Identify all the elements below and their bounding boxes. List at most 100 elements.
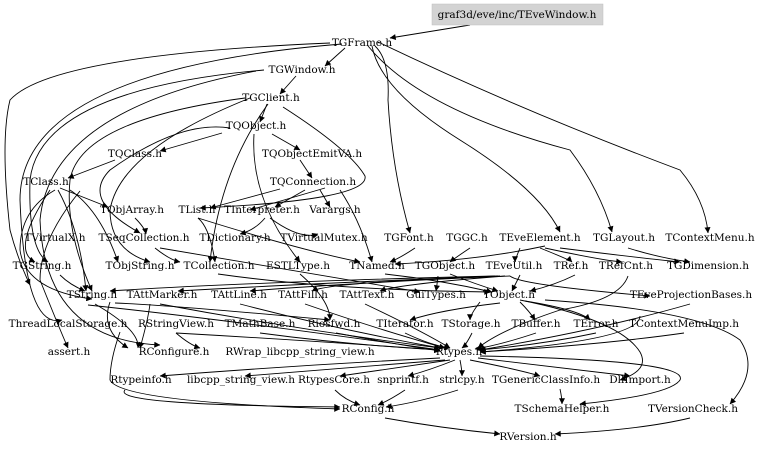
dependency-edge — [394, 245, 546, 267]
node-TVersionCheck[interactable]: TVersionCheck.h — [648, 403, 738, 415]
dependency-edge — [334, 389, 361, 407]
node-Rtypeinfo[interactable]: Rtypeinfo.h — [110, 374, 171, 386]
node-TBuffer[interactable]: TBuffer.h — [511, 318, 560, 330]
node-ThreadLocalStorage[interactable]: ThreadLocalStorage.h — [9, 318, 128, 330]
dependency-edge — [253, 133, 301, 263]
node-TGString[interactable]: TGString.h — [13, 260, 72, 272]
dependency-edge — [319, 189, 331, 208]
node-TMathBase[interactable]: TMathBase.h — [225, 318, 296, 330]
node-TString[interactable]: TString.h — [67, 289, 118, 301]
dependency-edge — [175, 332, 201, 350]
node-TSchemaHelper[interactable]: TSchemaHelper.h — [515, 403, 610, 415]
node-RVersion[interactable]: RVersion.h — [499, 431, 557, 443]
node-RStringView[interactable]: RStringView.h — [138, 318, 214, 330]
node-TIterator[interactable]: TIterator.h — [376, 318, 434, 330]
dependency-edge — [59, 187, 109, 208]
node-TContextMenuImp[interactable]: TContextMenuImp.h — [629, 318, 739, 330]
dependency-edge — [134, 217, 149, 235]
node-RtypesCore[interactable]: RtypesCore.h — [298, 374, 370, 386]
node-ESTLType[interactable]: ESTLType.h — [266, 260, 330, 272]
dependency-edge — [519, 299, 643, 382]
node-TGWindow[interactable]: TGWindow.h — [268, 64, 335, 76]
node-TQObject[interactable]: TQObject.h — [226, 120, 287, 132]
node-TQClass[interactable]: TQClass.h — [108, 148, 162, 160]
dependency-edge — [371, 45, 561, 233]
node-RConfigure[interactable]: RConfigure.h — [139, 346, 210, 358]
node-TVirtualMutex[interactable]: TVirtualMutex.h — [280, 232, 368, 244]
node-TCollection[interactable]: TCollection.h — [184, 260, 255, 272]
node-TEveProjectionBases[interactable]: TEveProjectionBases.h — [630, 289, 753, 301]
node-TQConnection[interactable]: TQConnection.h — [270, 176, 357, 188]
node-RWrap[interactable]: RWrap_libcpp_string_view.h — [225, 346, 375, 358]
node-DllImport[interactable]: DllImport.h — [609, 374, 671, 386]
node-TClass[interactable]: TClass.h — [23, 176, 69, 188]
node-TRef[interactable]: TRef.h — [554, 260, 589, 272]
dependency-edge — [24, 189, 51, 263]
node-TGGC[interactable]: TGGC.h — [446, 232, 488, 244]
node-TAttMarker[interactable]: TAttMarker.h — [127, 289, 198, 301]
dependency-edge — [479, 303, 691, 353]
node-TStorage[interactable]: TStorage.h — [441, 318, 500, 330]
dependency-edge — [217, 273, 491, 295]
node-RConfig[interactable]: RConfig.h — [342, 403, 395, 415]
node-TContextMenu[interactable]: TContextMenu.h — [665, 232, 755, 244]
node-GuiTypes[interactable]: GuiTypes.h — [406, 289, 466, 301]
node-TQObjectEmitVA[interactable]: TQObjectEmitVA.h — [262, 148, 363, 160]
node-TGClient[interactable]: TGClient.h — [242, 92, 300, 104]
node-TGFont[interactable]: TGFont.h — [384, 232, 434, 244]
dependency-edge — [69, 189, 119, 263]
node-TDictionary[interactable]: TDictionary.h — [199, 232, 270, 244]
dependency-edge — [449, 273, 499, 293]
dependency-edge — [123, 389, 341, 410]
node-TSeqCollection[interactable]: TSeqCollection.h — [98, 232, 189, 244]
dependency-edge — [67, 159, 116, 179]
node-TInterpreter[interactable]: TInterpreter.h — [224, 204, 300, 216]
dependency-edge — [19, 43, 343, 325]
node-libcpp[interactable]: libcpp_string_view.h — [187, 374, 295, 386]
dependency-edge — [339, 189, 374, 263]
dependency-edge — [138, 303, 151, 349]
dependency-edge — [367, 45, 614, 233]
node-TEveElement[interactable]: TEveElement.h — [499, 232, 581, 244]
node-TGObject[interactable]: TGObject.h — [415, 260, 476, 272]
node-TObjArray[interactable]: TObjArray.h — [100, 204, 164, 216]
node-TObject[interactable]: TObject.h — [483, 289, 535, 301]
node-Varargs[interactable]: Varargs.h — [308, 204, 361, 216]
dependency-edge — [479, 315, 641, 355]
node-TAttText[interactable]: TAttText.h — [340, 289, 395, 301]
dependency-edge — [449, 247, 471, 263]
dependency-edge — [385, 389, 459, 410]
node-Riosfwd[interactable]: Riosfwd.h — [308, 318, 361, 330]
node-assert[interactable]: assert.h — [48, 346, 91, 358]
node-snprintf[interactable]: snprintf.h — [377, 374, 429, 386]
node-TVirtualX[interactable]: TVirtualX.h — [25, 232, 86, 244]
node-TGFrame[interactable]: TGFrame.h — [332, 37, 392, 49]
dependency-edge — [99, 126, 231, 234]
node-TRefCnt[interactable]: TRefCnt.h — [599, 260, 653, 272]
root-node-box — [431, 3, 604, 26]
dependency-edge — [269, 217, 319, 239]
dependency-edge — [259, 332, 441, 353]
node-TAttLine[interactable]: TAttLine.h — [211, 289, 267, 301]
node-TNamed[interactable]: TNamed.h — [349, 260, 405, 272]
node-TList[interactable]: TList.h — [178, 204, 215, 216]
node-TGLayout[interactable]: TGLayout.h — [593, 232, 655, 244]
dependency-edge — [109, 331, 341, 412]
node-TObjString[interactable]: TObjString.h — [106, 260, 175, 272]
dependency-edge — [407, 359, 456, 378]
dependency-edge — [154, 247, 181, 264]
node-TEveUtil[interactable]: TEveUtil.h — [486, 260, 543, 272]
node-Rtypes[interactable]: Rtypes.h — [436, 346, 483, 358]
dependency-edge — [279, 75, 297, 95]
dependency-edges — [4, 24, 749, 437]
node-TGDimension[interactable]: TGDimension.h — [667, 260, 749, 272]
node-TAttFill[interactable]: TAttFill.h — [278, 289, 328, 301]
node-strlcpy[interactable]: strlcpy.h — [439, 374, 484, 386]
root-node[interactable]: graf3d/eve/inc/TEveWindow.h — [438, 9, 597, 21]
node-TGenericClassInfo[interactable]: TGenericClassInfo.h — [492, 374, 601, 386]
dependency-edge — [207, 103, 269, 263]
node-TError[interactable]: TError.h — [574, 318, 619, 330]
dependency-edge — [529, 274, 576, 293]
dependency-edge — [389, 24, 471, 41]
